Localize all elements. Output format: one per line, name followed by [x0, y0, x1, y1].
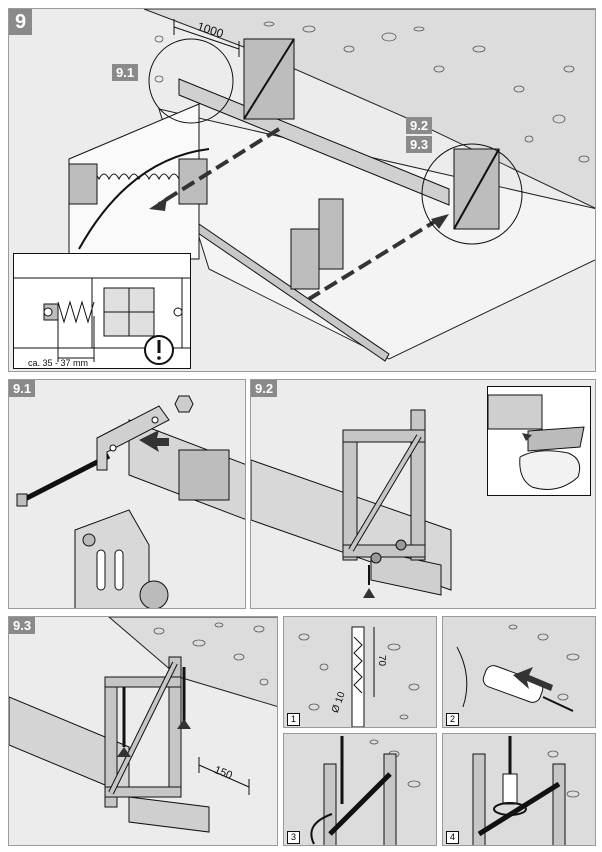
main-illustration [68, 9, 595, 362]
tighten-bolt-drawing [443, 734, 595, 845]
rail-end-inset [487, 386, 591, 496]
panel-9-1-title: 9.1 [9, 380, 36, 397]
step-number-badge: 9 [9, 9, 33, 35]
spring-detail-inset: ca. 35 - 37 mm [13, 253, 191, 369]
step-1-drill-panel: 1 70 Ø 10 [283, 616, 437, 728]
step-2-number: 2 [446, 713, 459, 726]
rail-end-cap-drawing [488, 394, 585, 490]
step-1-number: 1 [287, 713, 300, 726]
anchor-insert-drawing [284, 734, 436, 845]
bracket-frame-drawing [251, 409, 452, 598]
bracket-assembly-drawing [16, 395, 245, 608]
panel-9-2: 9.2 [250, 379, 596, 609]
spring-gap-label: ca. 35 - 37 mm [28, 358, 89, 368]
callout-9-1: 9.1 [112, 64, 139, 81]
wall-mount-drawing [9, 617, 277, 833]
drill-depth-label: 70 [376, 654, 388, 667]
step-3-anchor-panel: 3 [283, 733, 437, 846]
panel-9-3: 9.3 150 [8, 616, 278, 846]
step-3-number: 3 [287, 831, 300, 844]
blow-out-drawing [443, 617, 595, 727]
step-4-tighten-panel: 4 [442, 733, 596, 846]
main-illustration-panel: 9 1000 9.1 9.2 9.3 ca. 35 - 37 mm [8, 8, 596, 372]
panel-9-2-title: 9.2 [251, 380, 278, 397]
panel-9-1: 9.1 [8, 379, 246, 609]
callout-9-2: 9.2 [406, 117, 433, 134]
step-4-number: 4 [446, 831, 459, 844]
step-2-clean-panel: 2 [442, 616, 596, 728]
callout-9-3: 9.3 [406, 136, 433, 153]
drill-hole-drawing [284, 617, 436, 727]
panel-9-3-title: 9.3 [9, 617, 36, 634]
spring-detail-drawing [14, 277, 190, 365]
